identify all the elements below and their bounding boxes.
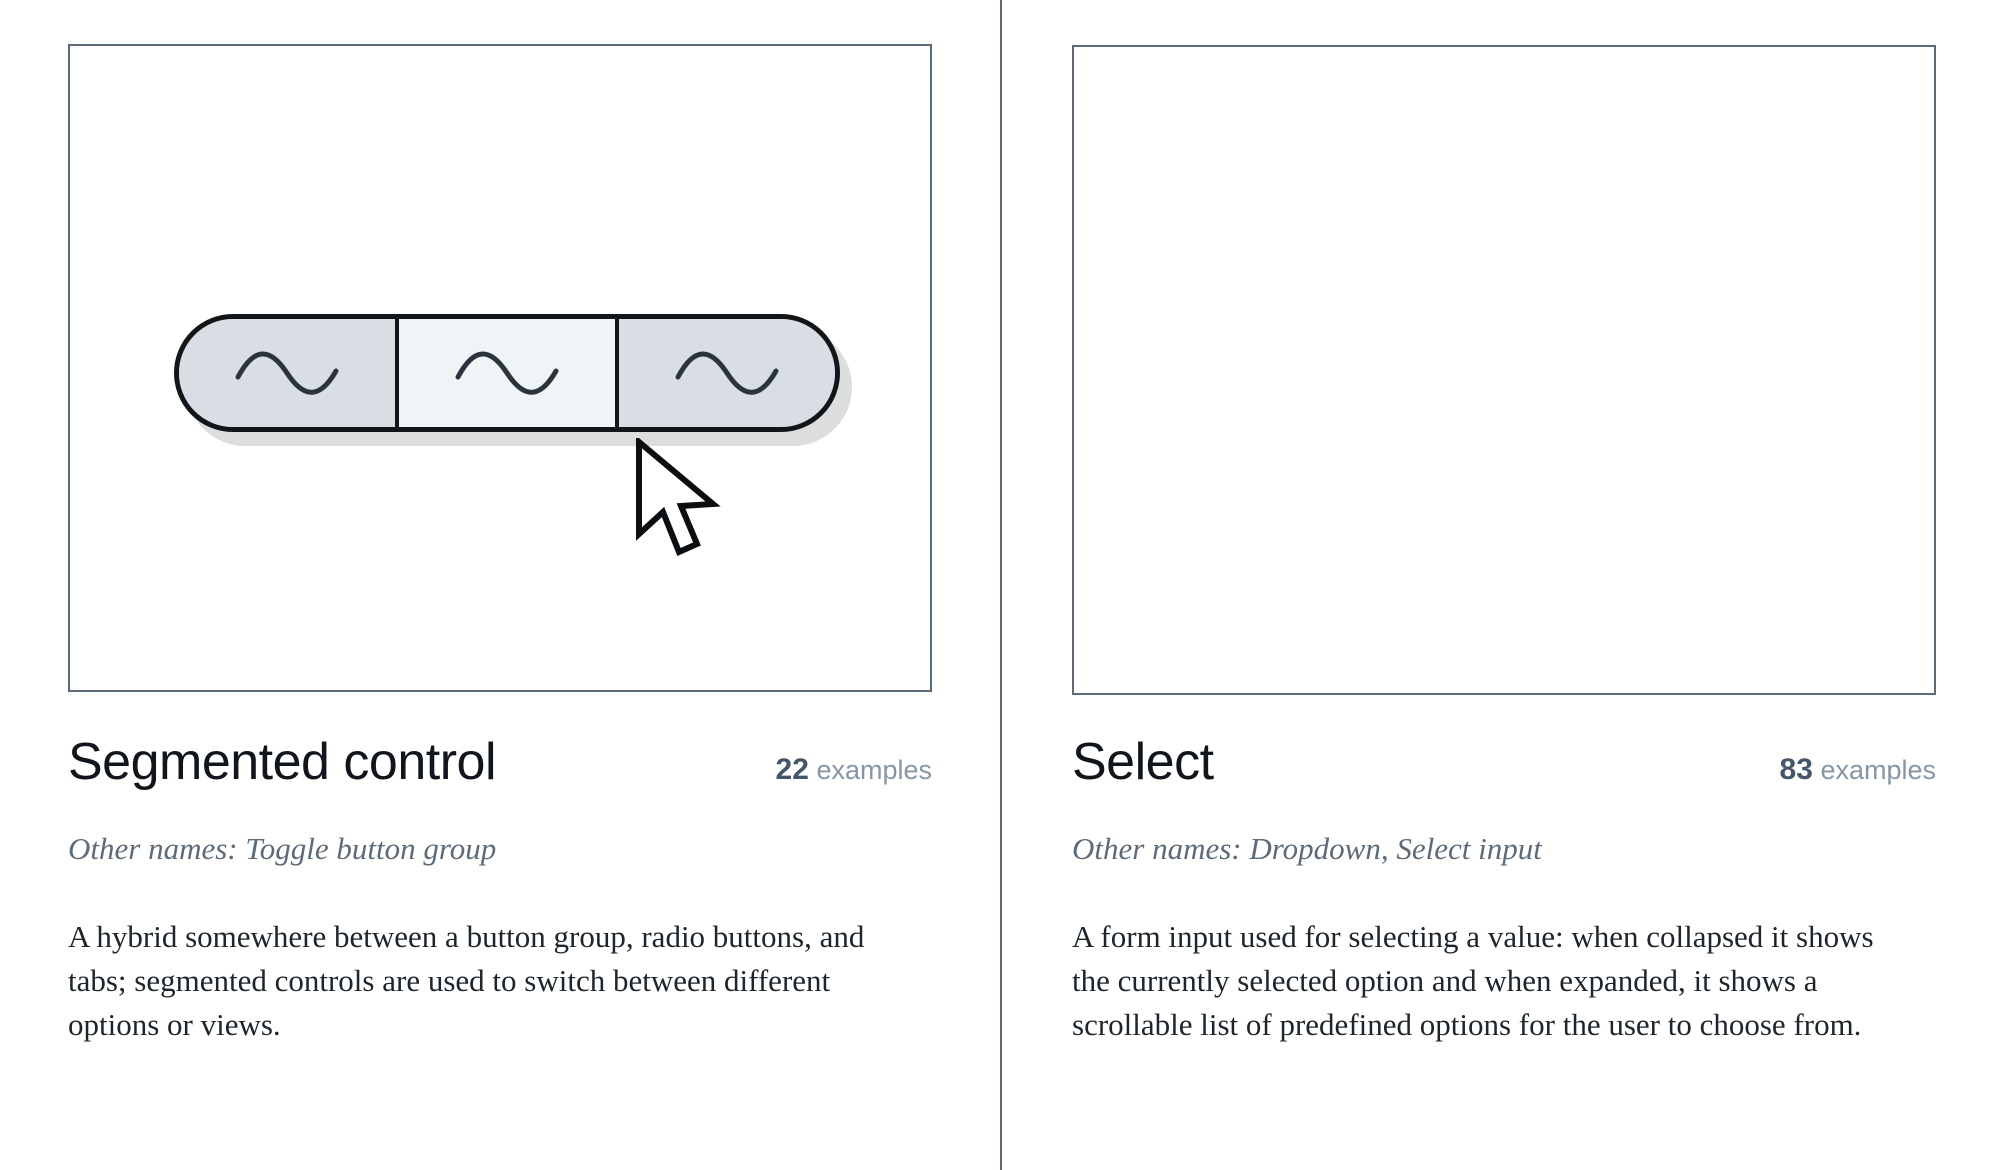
- segmented-control[interactable]: [174, 314, 840, 432]
- examples-count: 22 examples: [776, 753, 932, 791]
- wave-icon: [455, 351, 559, 395]
- page-title: Segmented control: [68, 733, 497, 791]
- illustration-card-select: [1072, 45, 1936, 695]
- other-names: Other names: Dropdown, Select input: [1072, 831, 1542, 866]
- description: A hybrid somewhere between a button grou…: [68, 919, 865, 1043]
- arrow-cursor-icon: [636, 438, 721, 557]
- examples-count-label: examples: [816, 755, 932, 785]
- segment-2[interactable]: [395, 319, 615, 427]
- entry-segmented-control: Segmented control 22 examples Other name…: [68, 44, 932, 1047]
- page-title: Select: [1072, 733, 1214, 791]
- entry-text-select: Select 83 examples Other names: Dropdown…: [1072, 735, 1936, 1047]
- entry-select: Select 83 examples Other names: Dropdown…: [1000, 0, 2000, 1170]
- examples-count-number: 83: [1779, 753, 1813, 786]
- title-row: Segmented control 22 examples: [68, 735, 932, 791]
- wave-icon: [235, 351, 339, 395]
- title-row: Select 83 examples: [1072, 735, 1936, 791]
- description: A form input used for selecting a value:…: [1072, 919, 1874, 1043]
- wave-icon: [675, 351, 779, 395]
- column-divider: [1000, 0, 1002, 1170]
- examples-count-label: examples: [1820, 755, 1936, 785]
- other-names: Other names: Toggle button group: [68, 831, 497, 866]
- illustration-card-segmented-control: [68, 44, 932, 692]
- segment-1[interactable]: [179, 319, 395, 427]
- entry-text-segmented-control: Segmented control 22 examples Other name…: [68, 735, 932, 1047]
- examples-count-number: 22: [775, 753, 809, 786]
- segmented-control-illustration: [174, 314, 852, 454]
- segment-3[interactable]: [615, 319, 835, 427]
- examples-count: 83 examples: [1780, 753, 1936, 791]
